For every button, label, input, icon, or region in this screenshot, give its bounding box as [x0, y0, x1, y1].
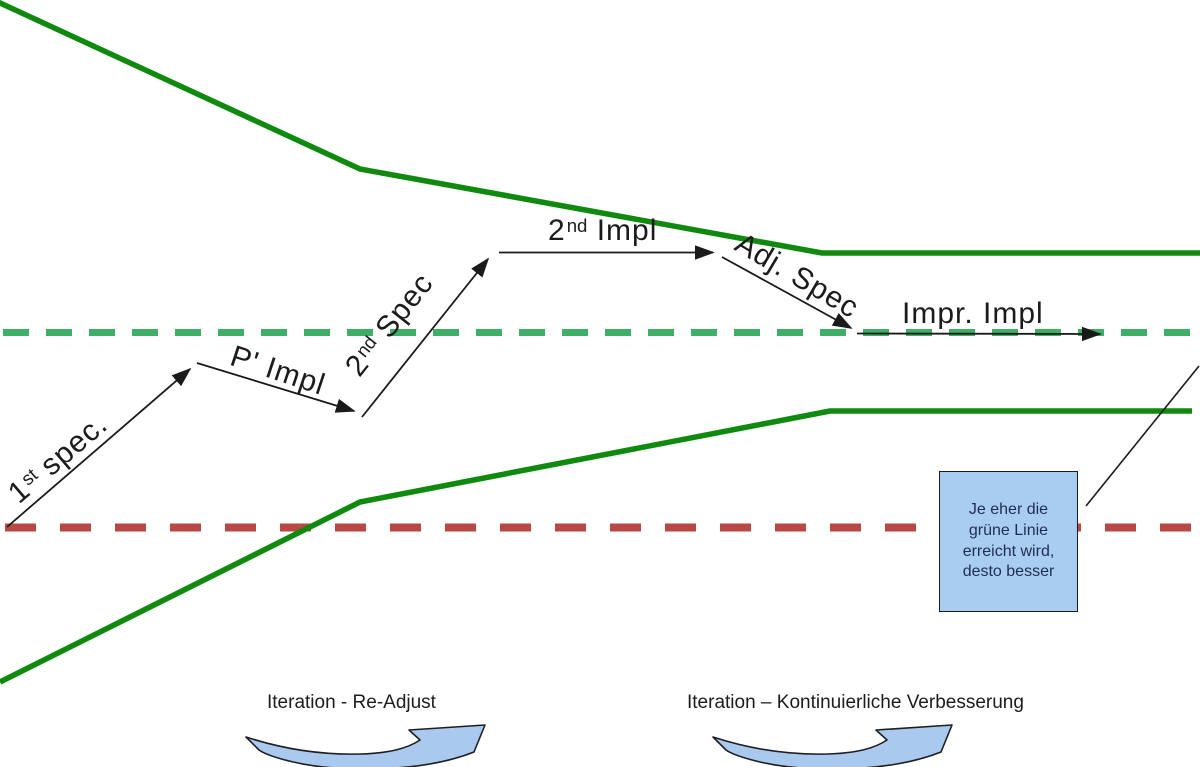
- second-spec-arrow: [361, 257, 490, 418]
- label-second-impl-base: 2: [548, 214, 566, 247]
- lower-convergence-green-line: [0, 408, 1192, 685]
- note-box: Je eher die grüne Linie erreicht wird, d…: [939, 471, 1078, 612]
- iteration-swoosh-arrow-left-icon: [245, 724, 486, 767]
- p-impl-arrow: [196, 362, 356, 413]
- note-box-leader-line: [1085, 365, 1200, 507]
- label-second-impl-tail: Impl: [587, 214, 658, 247]
- label-second-impl: 2nd Impl: [548, 214, 657, 251]
- first-spec-arrow: [6, 367, 192, 528]
- label-second-impl-sup: nd: [566, 214, 588, 236]
- iteration-label-left: Iteration - Re-Adjust: [267, 692, 436, 713]
- impr-impl-arrow: [856, 326, 1102, 342]
- label-impr-impl: Impr. Impl: [902, 297, 1044, 331]
- adj-spec-arrow: [721, 256, 853, 329]
- iteration-label-right: Iteration – Kontinuierliche Verbesserung: [687, 692, 1024, 713]
- upper-convergence-green-line: [0, 0, 1200, 256]
- iteration-swoosh-arrow-right-icon: [712, 724, 953, 767]
- note-box-text: Je eher die grüne Linie erreicht wird, d…: [962, 500, 1055, 581]
- label-impr-impl-text: Impr. Impl: [902, 297, 1044, 330]
